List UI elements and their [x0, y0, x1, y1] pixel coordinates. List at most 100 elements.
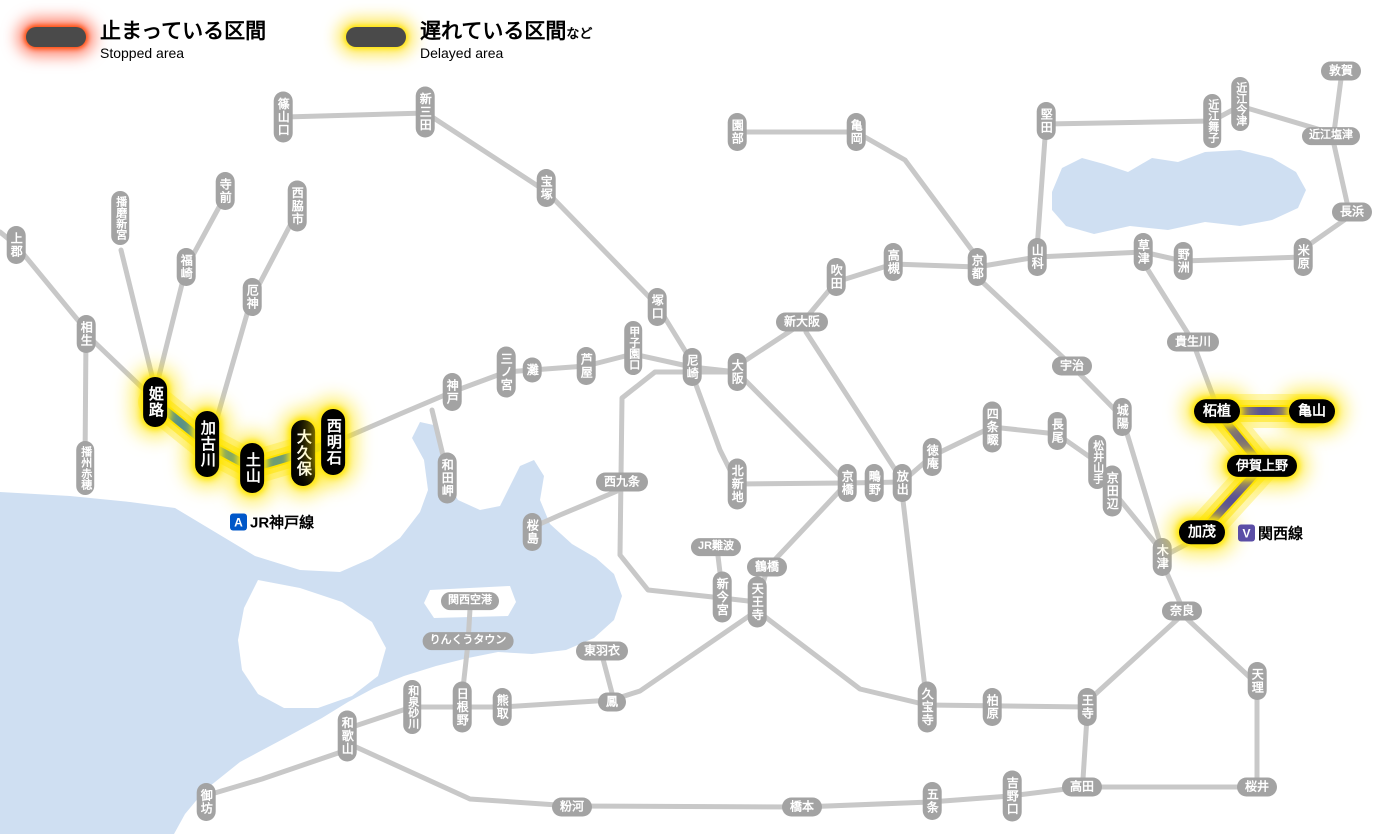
station-pill: 米原 — [1293, 238, 1313, 276]
station-pill-alert: 姫路 — [143, 377, 167, 427]
station-pill: 吉野口 — [1002, 770, 1022, 822]
station-pill: 高田 — [1061, 777, 1103, 797]
legend-stopped-title: 止まっている区間 — [100, 20, 267, 43]
rail-line — [1087, 613, 1184, 702]
station-pill: 播磨新宮 — [111, 191, 129, 245]
station-pill: 草津 — [1133, 233, 1153, 271]
station-pill: 新三田 — [415, 86, 435, 138]
station-pill: 城陽 — [1112, 398, 1132, 436]
station-pill: 京都 — [967, 248, 987, 286]
station-pill: 堅田 — [1036, 102, 1056, 140]
legend-delayed-title: 遅れている区間など — [420, 20, 592, 44]
station-pill: 和泉砂川 — [403, 680, 421, 734]
rail-line — [349, 611, 755, 730]
station-pill: 長尾 — [1047, 412, 1067, 450]
station-pill: JR難波 — [690, 538, 742, 556]
rail-line — [1091, 613, 1260, 790]
legend-stopped-subtitle: Stopped area — [100, 45, 185, 62]
station-pill: 高槻 — [883, 243, 903, 281]
station-pill: 新今宮 — [712, 571, 732, 623]
station-pill: 厄神 — [242, 278, 262, 316]
station-pill: 奈良 — [1161, 601, 1203, 621]
kansai-line-highlight — [1198, 407, 1316, 536]
station-pill: 木津 — [1152, 538, 1172, 576]
station-pill-alert: 伊賀上野 — [1226, 454, 1298, 478]
station-pill: 松井山手 — [1088, 435, 1106, 489]
station-pill: 敦賀 — [1320, 61, 1362, 81]
legend-stopped-text: 止まっている区間 Stopped area — [100, 20, 266, 61]
station-pill: 天理 — [1247, 662, 1267, 700]
station-pill: 芦屋 — [576, 347, 596, 385]
station-pill: 吹田 — [826, 258, 846, 296]
station-pill: 王寺 — [1077, 688, 1097, 726]
station-pill-alert: 亀山 — [1289, 399, 1335, 423]
rail-line — [974, 274, 1165, 552]
station-pill: 久宝寺 — [917, 681, 937, 733]
water — [1052, 150, 1306, 234]
station-pill: 宝塚 — [536, 169, 556, 207]
station-pill: 近江塩津 — [1302, 127, 1360, 145]
station-pill: 福崎 — [176, 248, 196, 286]
legend-delayed-text: 遅れている区間など Delayed area — [420, 20, 592, 61]
station-pill: 北新地 — [727, 458, 747, 510]
rail-line — [803, 329, 901, 477]
rail-line — [734, 129, 980, 260]
station-pill: 五条 — [922, 782, 942, 820]
legend-delayed: 遅れている区間など Delayed area — [346, 20, 592, 61]
station-pill: 亀岡 — [846, 113, 866, 151]
station-pill: りんくうタウン — [422, 632, 514, 650]
station-pill-alert: 西明石 — [321, 409, 345, 475]
station-pill: 桜島 — [522, 513, 542, 551]
station-pill: 柏原 — [982, 688, 1002, 726]
station-pill-alert: 柘植 — [1194, 399, 1240, 423]
station-pill: 塚口 — [647, 288, 667, 326]
station-pill: 宇治 — [1051, 356, 1093, 376]
rail-line — [118, 247, 156, 383]
station-pill: 関西空港 — [441, 592, 499, 610]
station-pill: 熊取 — [492, 688, 512, 726]
rail-line — [1300, 76, 1353, 252]
station-pill: 橋本 — [781, 797, 823, 817]
station-pill: 和歌山 — [337, 710, 357, 762]
station-pill: 鴫野 — [864, 464, 884, 502]
line-name: JR神戸線 — [250, 514, 315, 532]
rail-line — [530, 486, 625, 530]
station-pill: 近江舞子 — [1203, 94, 1221, 148]
station-pill: 徳庵 — [922, 438, 942, 476]
station-pill: 上郡 — [6, 226, 26, 264]
stopped-line-swatch — [26, 27, 86, 47]
station-pill: 京橋 — [837, 464, 857, 502]
station-pill-alert: 土山 — [240, 443, 264, 493]
station-pill: 三ノ宮 — [496, 346, 516, 398]
line-badge: A — [230, 513, 247, 531]
line-badge: V — [1238, 524, 1255, 542]
station-pill: 京田辺 — [1102, 465, 1122, 517]
station-pill: 甲子園口 — [624, 321, 642, 375]
station-pill: 和田岬 — [437, 452, 457, 504]
station-pill: 野洲 — [1173, 242, 1193, 280]
station-pill: 園部 — [727, 113, 747, 151]
island — [238, 580, 386, 708]
station-pill: 鳳 — [597, 692, 627, 712]
station-pill: 貴生川 — [1166, 332, 1220, 352]
station-pill: 粉河 — [551, 797, 593, 817]
station-pill: 長浜 — [1331, 202, 1373, 222]
rail-line — [600, 656, 615, 696]
station-pill: 尼崎 — [682, 348, 702, 386]
station-pill: 相生 — [76, 315, 96, 353]
station-pill: 西九条 — [595, 472, 649, 492]
station-pill: 御坊 — [196, 783, 216, 821]
rail-line — [899, 489, 928, 691]
station-pill: 日根野 — [452, 681, 472, 733]
station-pill: 西脇市 — [287, 180, 307, 232]
station-pill-alert: 加古川 — [195, 411, 219, 477]
rail-line — [205, 748, 347, 798]
station-pill: 篠山口 — [273, 91, 293, 143]
station-pill: 大阪 — [727, 353, 747, 391]
station-pill: 灘 — [522, 357, 542, 383]
rail-line — [1080, 714, 1090, 782]
